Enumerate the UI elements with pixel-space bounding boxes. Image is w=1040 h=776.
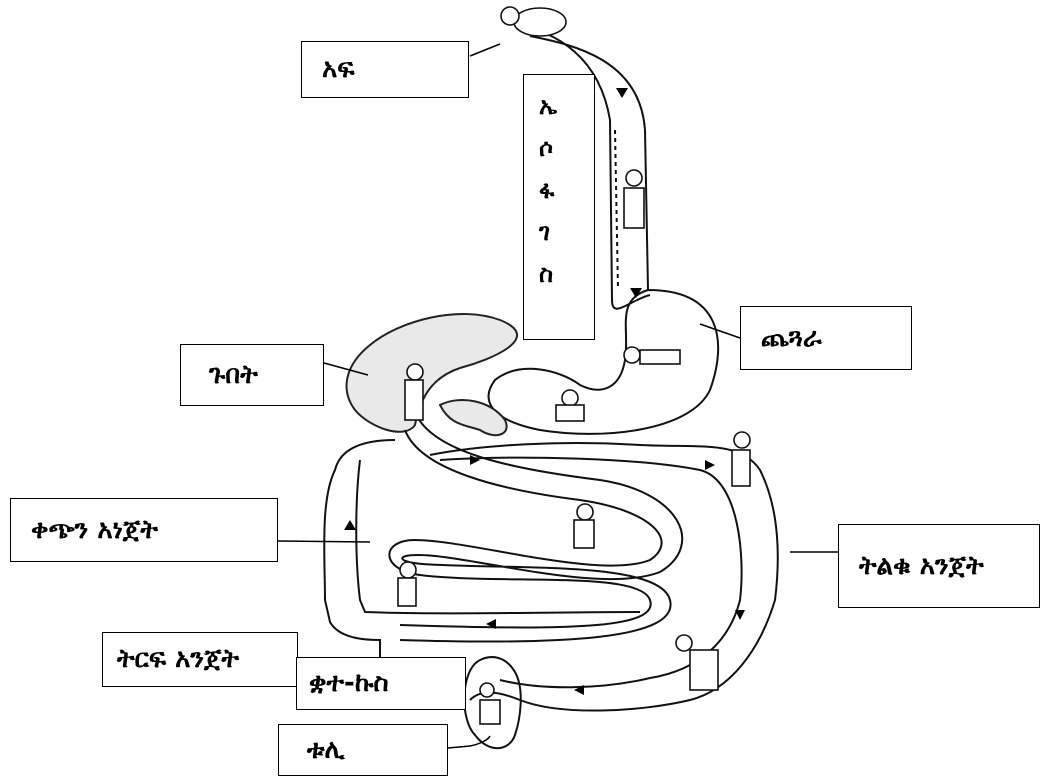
label-mouth-text: አፍ — [322, 54, 354, 85]
label-esophagus-char: ገ — [524, 211, 550, 253]
small-intestine-coils — [389, 418, 682, 642]
label-mouth: አፍ — [301, 41, 469, 98]
label-large-intestine-text: ትልቁ አንጀት — [859, 551, 984, 582]
person-figure-coil-icon — [398, 562, 416, 606]
label-esophagus-char: ሶ — [524, 127, 553, 169]
person-figure-liver-icon — [405, 364, 423, 420]
label-appendix-text: ትርፍ አንጀት — [117, 644, 239, 675]
person-figure-stomach2-icon — [556, 390, 584, 421]
person-figure-small-intestine-icon — [574, 504, 594, 548]
label-anus: ቱሊ — [278, 724, 448, 776]
label-esophagus-char: ስ — [524, 253, 553, 295]
label-appendix: ትርፍ አንጀት — [102, 632, 298, 687]
person-figure-stomach-icon — [624, 347, 680, 364]
label-liver-text: ጉበት — [209, 360, 258, 391]
label-rectum: ቋተ-ኩስ — [296, 657, 466, 710]
label-stomach-text: ጨጓራ — [761, 323, 822, 354]
person-figure-rectum-icon — [480, 683, 500, 724]
person-figure-large-intestine-icon — [732, 432, 750, 486]
label-small-intestine: ቀጭን አነጀት — [10, 498, 278, 562]
label-liver: ጉበት — [180, 344, 324, 406]
person-figure-esophagus-icon — [624, 170, 644, 228]
pancreas-shape — [440, 400, 507, 435]
label-rectum-text: ቋተ-ኩስ — [309, 668, 389, 699]
label-small-intestine-text: ቀጭን አነጀት — [31, 515, 158, 546]
label-stomach: ጨጓራ — [740, 306, 912, 370]
label-large-intestine: ትልቁ አንጀት — [838, 524, 1040, 608]
label-anus-text: ቱሊ — [307, 735, 345, 766]
label-esophagus-char: ኤ — [524, 85, 557, 127]
mouth-figure-icon — [501, 7, 566, 36]
label-esophagus-char: ፋ — [524, 169, 554, 211]
label-esophagus: ኤ ሶ ፋ ገ ስ — [523, 74, 595, 340]
person-figure-descending-icon — [676, 635, 718, 690]
